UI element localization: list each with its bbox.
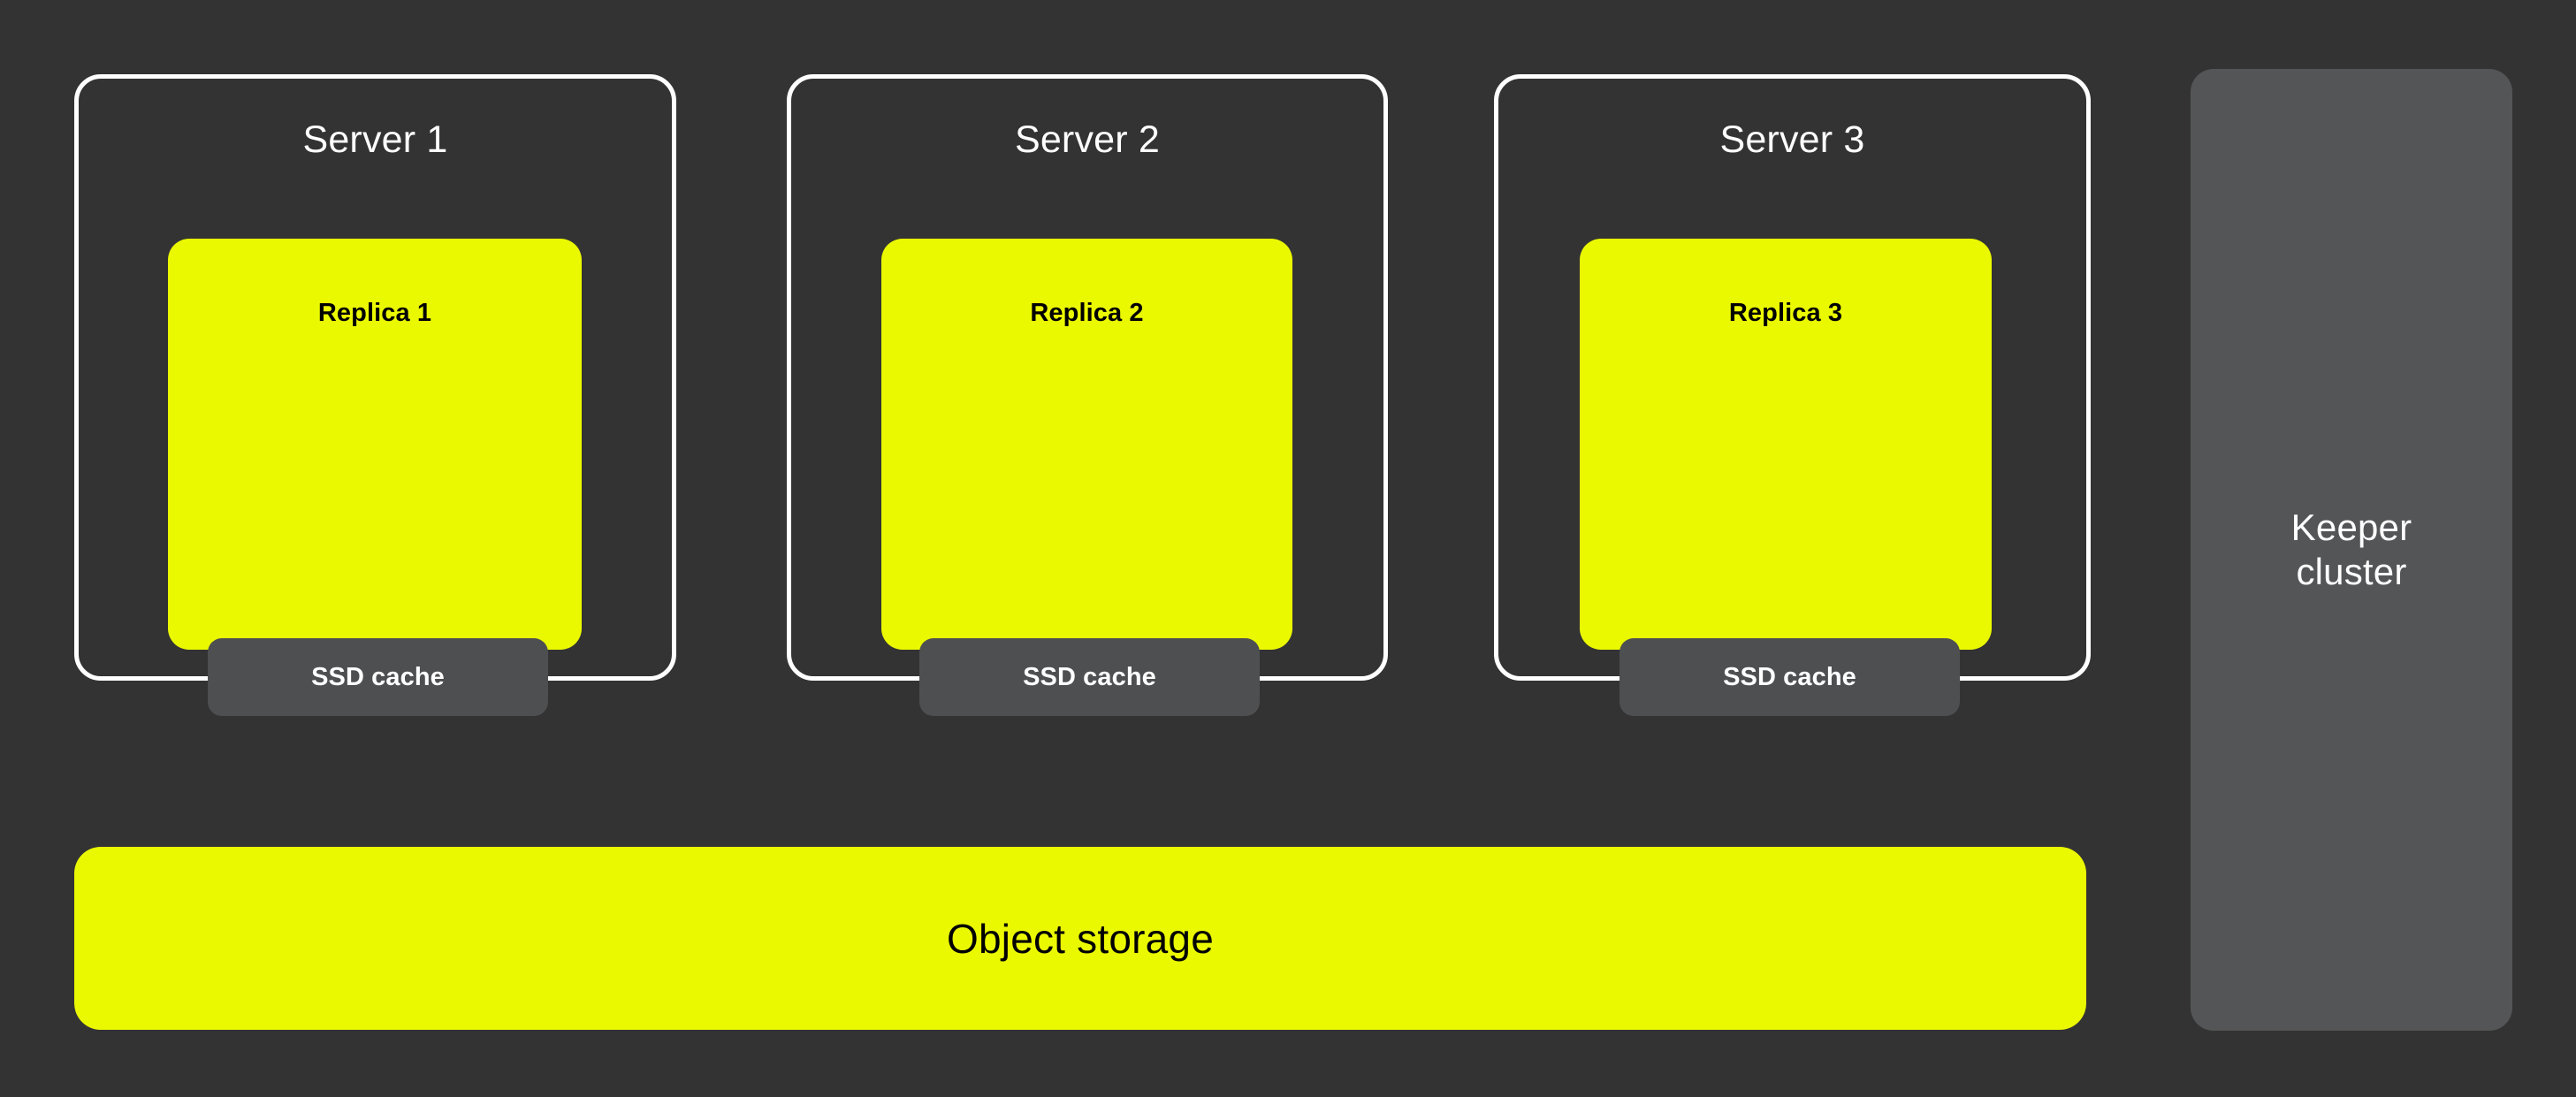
server-title-1: Server 1 <box>302 118 448 161</box>
server-title-2: Server 2 <box>1014 118 1161 161</box>
replica-label-2: Replica 2 <box>1030 299 1144 327</box>
ssd-cache-label-2: SSD cache <box>1023 662 1156 691</box>
replica-block-3[interactable]: Replica 3 <box>1580 239 1992 650</box>
ssd-cache-label-3: SSD cache <box>1723 662 1856 691</box>
replica-block-1[interactable]: Replica 1 <box>168 239 582 650</box>
keeper-cluster-label: Keeper cluster <box>2290 507 2412 592</box>
replica-label-3: Replica 3 <box>1728 299 1843 327</box>
ssd-cache-block-1[interactable]: SSD cache <box>208 638 548 716</box>
ssd-cache-block-2[interactable]: SSD cache <box>919 638 1260 716</box>
object-storage-label: Object storage <box>947 915 1214 962</box>
server-title-3: Server 3 <box>1719 118 1865 161</box>
ssd-cache-block-3[interactable]: SSD cache <box>1620 638 1960 716</box>
replica-block-2[interactable]: Replica 2 <box>881 239 1292 650</box>
ssd-cache-label-1: SSD cache <box>311 662 445 691</box>
keeper-cluster-block[interactable]: Keeper cluster <box>2191 69 2512 1031</box>
object-storage-block[interactable]: Object storage <box>74 847 2086 1030</box>
replica-label-1: Replica 1 <box>317 299 432 327</box>
